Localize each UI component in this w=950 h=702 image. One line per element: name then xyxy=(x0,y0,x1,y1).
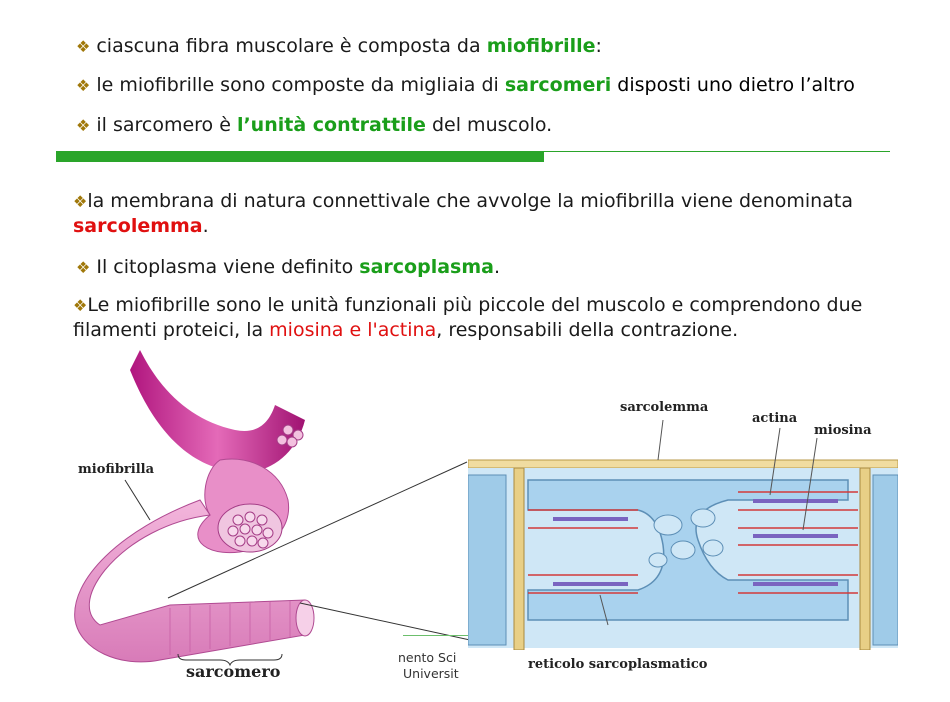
z-line-right xyxy=(859,467,871,650)
bullet-icon: ❖ xyxy=(76,116,91,135)
bullet-icon: ❖ xyxy=(76,37,91,56)
footer-line xyxy=(403,635,473,636)
miofibrilla-pointer xyxy=(124,479,151,521)
label-sarcolemma: sarcolemma xyxy=(620,400,709,415)
bullet-icon: ❖ xyxy=(76,258,91,277)
bullet-line-6: ❖Le miofibrille sono le unità funzionali… xyxy=(73,293,903,343)
bullet-icon: ❖ xyxy=(73,192,88,211)
z-line-left xyxy=(513,467,525,650)
text: . xyxy=(202,215,209,237)
myofibril-stripes xyxy=(169,601,291,655)
divider-bar xyxy=(56,151,544,162)
highlight-sarcoplasma: sarcoplasma xyxy=(359,256,494,278)
myofibril xyxy=(74,499,306,663)
text: : xyxy=(595,35,602,57)
highlight-miosina-actina: miosina e l'actina xyxy=(269,319,437,341)
text: , responsabili della contrazione. xyxy=(436,319,739,341)
bullet-line-1: ❖ciascuna fibra muscolare è composta da … xyxy=(76,34,602,59)
myofibril-end xyxy=(295,599,315,637)
highlight-miofibrille: miofibrille xyxy=(486,35,596,57)
bullet-icon: ❖ xyxy=(76,76,91,95)
label-miosina: miosina xyxy=(814,423,872,438)
divider-line xyxy=(544,151,890,152)
text: la membrana di natura connettivale che a… xyxy=(87,190,853,212)
highlight-sarcolemma: sarcolemma xyxy=(73,215,203,237)
reticulum-left xyxy=(468,474,507,646)
highlight-unita-contrattile: l’unità contrattile xyxy=(236,114,426,136)
footer-line2: Universit xyxy=(403,666,459,681)
miosina-pointer xyxy=(802,437,818,531)
label-reticolo: reticolo sarcoplasmatico xyxy=(528,657,708,672)
sarcomero-brace xyxy=(177,653,283,667)
text: il sarcomero è xyxy=(96,114,237,136)
text: Il citoplasma viene definito xyxy=(96,256,360,278)
footer-line1: nento Sci xyxy=(398,650,457,665)
bullet-icon: ❖ xyxy=(73,296,88,315)
bullet-line-3: ❖ il sarcomero è l’unità contrattile del … xyxy=(76,113,552,138)
text: disposti uno dietro l’altro xyxy=(611,74,855,96)
reticolo-holes xyxy=(648,508,724,568)
muscle-fiber-illustration xyxy=(74,350,315,667)
bullet-line-2: ❖ le miofibrille sono composte da migliai… xyxy=(76,73,855,98)
text: Le miofibrille sono le unità funzionali … xyxy=(73,294,863,341)
actina-pointer xyxy=(769,427,781,496)
sarcolemma-band xyxy=(468,459,898,469)
label-sarcomero: sarcomero xyxy=(186,662,281,681)
highlight-sarcomeri: sarcomeri xyxy=(504,74,612,96)
reticulum-right xyxy=(872,474,898,646)
filament-rows xyxy=(528,491,858,594)
fiber-end-circles xyxy=(276,424,304,448)
bullet-line-4: ❖la membrana di natura connettivale che … xyxy=(73,189,893,239)
label-miofibrilla: miofibrilla xyxy=(78,462,154,477)
text: ciascuna fibra muscolare è composta da xyxy=(96,35,487,57)
reticolo-pointer xyxy=(599,594,609,626)
text: le miofibrille sono composte da migliaia… xyxy=(96,74,505,96)
myofibril-circles xyxy=(227,511,274,549)
bullet-line-5: ❖ Il citoplasma viene definito sarcoplasm… xyxy=(76,255,500,280)
sarcomere-illustration xyxy=(468,419,898,650)
fiber-bundle-top xyxy=(130,350,305,473)
sarcolemma-pointer xyxy=(657,419,664,461)
label-actina: actina xyxy=(752,411,798,426)
text: . xyxy=(493,256,501,278)
text: del muscolo. xyxy=(425,114,553,136)
